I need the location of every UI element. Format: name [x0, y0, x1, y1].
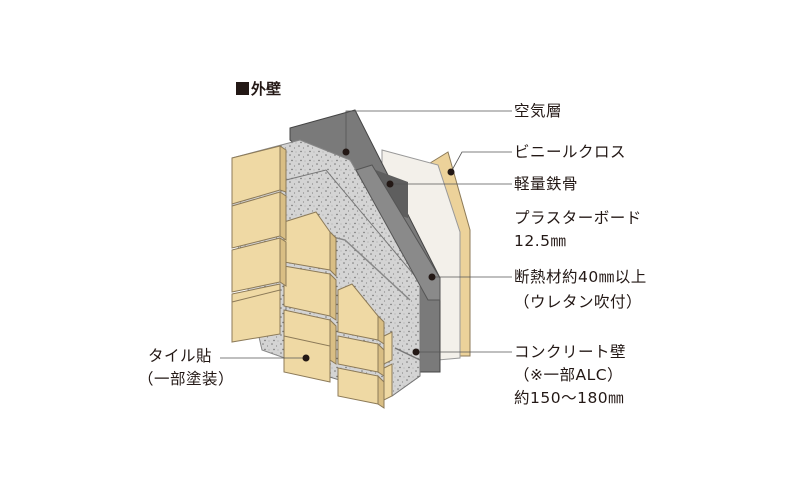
- label-light-steel: 軽量鉄骨: [514, 175, 579, 193]
- label-concrete-wall: コンクリート壁: [514, 343, 627, 361]
- label-plasterboard-thickness: 12.5㎜: [514, 232, 567, 250]
- label-vinyl-cloth: ビニールクロス: [514, 143, 627, 161]
- steel-channel: [355, 164, 441, 301]
- tile-brick-sides: [279, 145, 385, 409]
- label-concrete-thickness: 約150〜180㎜: [514, 389, 625, 407]
- label-tile-note: （一部塗装）: [138, 370, 235, 388]
- label-air-layer: 空気層: [514, 102, 563, 120]
- leader-dots: [302, 148, 455, 362]
- title-text: 外壁: [251, 80, 282, 98]
- label-insulation: 断熱材約40㎜以上: [514, 268, 647, 286]
- label-insulation-type: （ウレタン吹付）: [514, 293, 643, 311]
- label-concrete-note: （※一部ALC）: [514, 366, 624, 384]
- insulation-layer-edge: [394, 347, 421, 361]
- tile-bricks: [231, 145, 393, 405]
- leader-lines: [220, 110, 512, 359]
- title-square-marker: [236, 82, 249, 95]
- diagram-title: 外壁: [236, 78, 281, 99]
- label-plasterboard: プラスターボード: [514, 209, 642, 227]
- label-tile: タイル貼: [148, 347, 213, 365]
